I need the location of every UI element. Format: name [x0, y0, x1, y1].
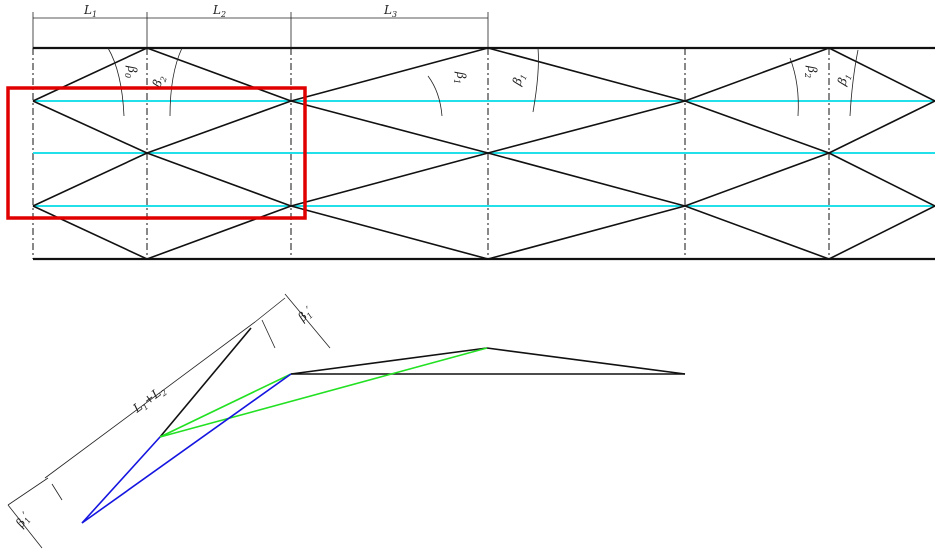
cyan-lines [33, 100, 935, 207]
angle-annotations: β0 β2 β1 β1 β2 β1 [107, 47, 859, 117]
label-beta2-right: β2 [803, 65, 819, 78]
label-beta1-mid: β1 [452, 71, 468, 84]
label-beta1-far-right: β1 [834, 71, 853, 89]
label-beta1-prime-top: β1′ [295, 304, 318, 327]
label-beta1-prime-bottom: β1′ [12, 509, 34, 531]
diagonal-members [32, 47, 935, 260]
dimension-bar: L1 L2 L3 [32, 3, 489, 48]
label-beta0: β0 [123, 65, 139, 78]
label-L1-plus-L2: L1+L2 [130, 382, 169, 417]
construction-drawing: L1+L2 β1′ β1′ [7, 293, 686, 549]
label-L2: L2 [212, 3, 226, 19]
label-beta1-right-mid: β1 [509, 71, 528, 89]
label-L3: L3 [383, 3, 397, 19]
highlight-box [6, 86, 307, 220]
label-L1: L1 [83, 3, 97, 19]
